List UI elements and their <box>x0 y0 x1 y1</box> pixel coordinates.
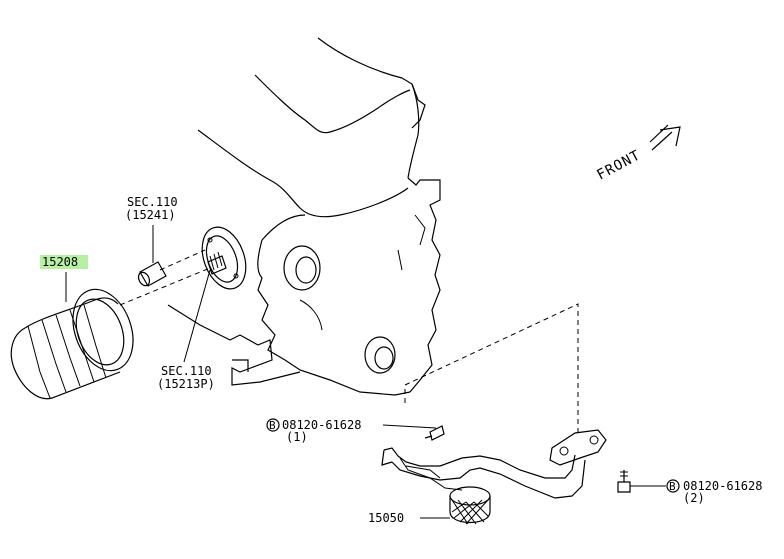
sec110-bottom-label: SEC.110 <box>161 364 212 378</box>
oil-filter <box>10 288 134 400</box>
bolt2-qty: (2) <box>683 491 705 505</box>
bolt1-callout[interactable]: B 08120-61628 (1) <box>266 418 361 444</box>
connector-stud <box>137 225 167 287</box>
strainer-part-number[interactable]: 15050 <box>368 511 404 525</box>
bolt1-qty: (1) <box>286 430 308 444</box>
sec110-bottom-ref: (15213P) <box>157 377 215 391</box>
front-arrow <box>649 124 681 151</box>
assembly-dashes <box>119 249 579 432</box>
sec110-top-ref: (15241) <box>125 208 176 222</box>
bolt2-badge: B <box>669 480 676 493</box>
mount-bracket <box>167 304 301 386</box>
engine-block <box>197 37 441 396</box>
strainer-mesh <box>451 499 489 525</box>
bolt2-part-number[interactable]: 08120-61628 <box>683 479 762 493</box>
sec110-top-label: SEC.110 <box>127 195 178 209</box>
bolt-2 <box>617 470 666 493</box>
front-label: FRONT <box>594 147 643 183</box>
oil-filter-label-highlight <box>40 255 88 269</box>
oil-adapter <box>183 226 247 363</box>
bolt2-callout[interactable]: B 08120-61628 (2) <box>666 479 762 505</box>
oil-strainer <box>381 429 607 525</box>
bolt1-badge-circle <box>266 418 280 432</box>
bolt1-badge: B <box>269 419 276 432</box>
bolt2-badge-circle <box>666 479 680 493</box>
oil-filter-part-number[interactable]: 15208 <box>42 255 78 269</box>
bolt1-part-number[interactable]: 08120-61628 <box>282 418 361 432</box>
bolt-1 <box>382 424 445 441</box>
